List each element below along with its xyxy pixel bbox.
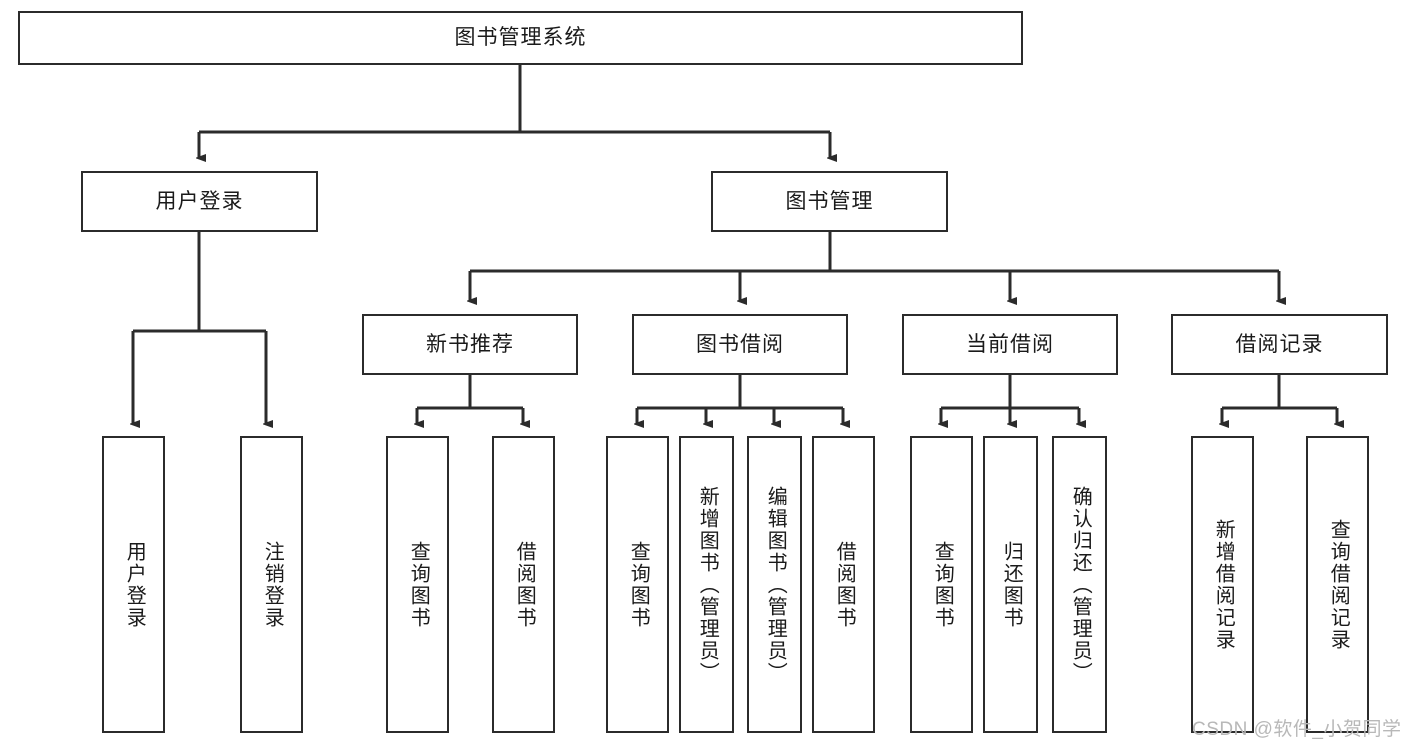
- node-leaf-user-login[interactable]: 用户登录: [102, 436, 165, 733]
- edges-borrowrecord-to-leaves: [1222, 375, 1337, 424]
- node-label: 借阅图书: [513, 540, 536, 629]
- node-label: 用户登录: [155, 189, 244, 213]
- node-label: 新增图书（管理员）: [696, 485, 719, 684]
- edges-newbook-to-leaves: [417, 374, 523, 424]
- node-leaf-query-record[interactable]: 查询借阅记录: [1306, 436, 1369, 733]
- node-label: 新书推荐: [426, 332, 514, 356]
- node-label: 查询借阅记录: [1327, 518, 1350, 651]
- node-label: 用户登录: [123, 540, 146, 629]
- node-label: 查询图书: [931, 540, 954, 629]
- node-leaf-confirm-return[interactable]: 确认归还（管理员）: [1052, 436, 1107, 733]
- node-label: 确认归还（管理员）: [1069, 485, 1092, 684]
- node-label: 注销登录: [261, 540, 284, 629]
- node-leaf-borrow-book-2[interactable]: 借阅图书: [812, 436, 875, 733]
- node-label: 新增借阅记录: [1212, 518, 1235, 651]
- node-book-borrow[interactable]: 图书借阅: [632, 314, 848, 375]
- node-label: 借阅图书: [833, 540, 856, 629]
- node-leaf-add-book[interactable]: 新增图书（管理员）: [679, 436, 734, 733]
- edges-bookborrow-to-leaves: [637, 375, 843, 424]
- node-label: 图书借阅: [696, 332, 784, 356]
- node-label: 归还图书: [1000, 540, 1023, 629]
- node-label: 查询图书: [407, 540, 430, 629]
- node-label: 查询图书: [627, 540, 650, 629]
- node-new-book-recommend[interactable]: 新书推荐: [362, 314, 578, 375]
- edges-currentborrow-to-leaves: [941, 375, 1079, 424]
- node-leaf-query-book-3[interactable]: 查询图书: [910, 436, 973, 733]
- node-leaf-query-book-1[interactable]: 查询图书: [386, 436, 449, 733]
- node-leaf-query-book-2[interactable]: 查询图书: [606, 436, 669, 733]
- edges-root-to-level2: [199, 65, 830, 158]
- node-label: 编辑图书（管理员）: [764, 485, 787, 684]
- node-leaf-return-book[interactable]: 归还图书: [983, 436, 1038, 733]
- node-label: 借阅记录: [1235, 332, 1324, 356]
- node-label: 图书管理系统: [454, 26, 587, 50]
- edges-booklmanage-to-level3: [470, 232, 1279, 301]
- node-label: 当前借阅: [966, 332, 1054, 356]
- node-leaf-borrow-book-1[interactable]: 借阅图书: [492, 436, 555, 733]
- node-leaf-add-record[interactable]: 新增借阅记录: [1191, 436, 1254, 733]
- node-user-login[interactable]: 用户登录: [81, 171, 318, 232]
- node-label: 图书管理: [785, 189, 874, 213]
- node-leaf-logout[interactable]: 注销登录: [240, 436, 303, 733]
- node-leaf-edit-book[interactable]: 编辑图书（管理员）: [747, 436, 802, 733]
- node-root-book-management-system[interactable]: 图书管理系统: [18, 11, 1023, 65]
- node-book-manage[interactable]: 图书管理: [711, 171, 948, 232]
- node-current-borrow[interactable]: 当前借阅: [902, 314, 1118, 375]
- node-borrow-record[interactable]: 借阅记录: [1171, 314, 1388, 375]
- edges-userlogin-to-leaves: [133, 232, 266, 424]
